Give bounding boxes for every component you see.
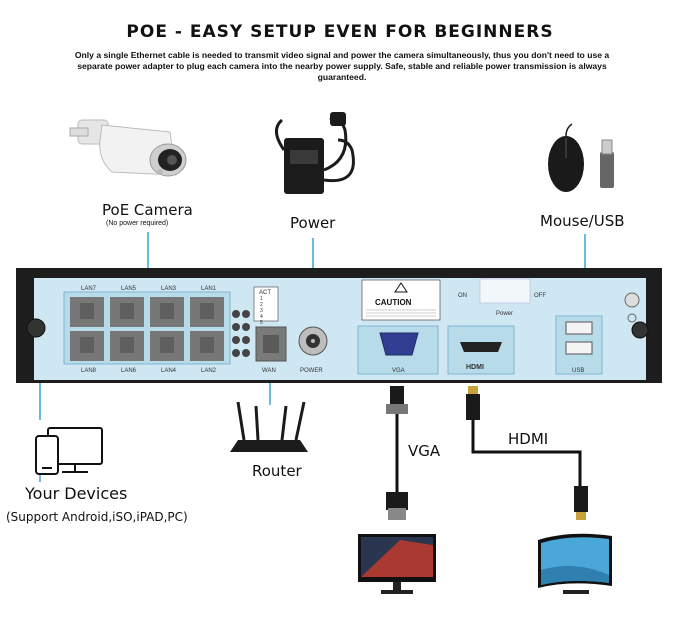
vga-port [357,325,439,375]
act-number: 4 [260,314,263,320]
camera-label: PoE Camera [102,201,193,219]
hdmi-port [447,325,515,375]
mouse-icon [548,123,584,192]
off-label: OFF [534,293,546,299]
lan-label-bottom-4: LAN2 [201,368,217,374]
usb-port-label: USB [572,368,584,374]
hdmi-port-label: HDMI [466,364,484,371]
vga-cable [386,386,408,520]
your-devices-label: Your Devices [25,484,128,503]
power-adapter-icon [275,112,355,194]
act-number: 1 [260,296,263,302]
router-icon [230,401,308,452]
wan-port [255,326,287,362]
your-devices-icon [35,427,103,475]
lan-label-bottom-1: LAN8 [81,368,97,374]
lan-label-bottom-3: LAN4 [161,368,177,374]
your-devices-note: (Support Android,iSO,iPAD,PC) [6,510,188,524]
act-number: 5 [260,320,263,326]
act-number: 2 [260,302,263,308]
act-leds [232,286,279,357]
lan-ports [63,291,231,365]
lan-label-bottom-2: LAN6 [121,368,137,374]
lan-label-top-3: LAN3 [161,286,177,292]
vga-label: VGA [408,442,441,460]
power-port-label: POWER [300,368,323,374]
act-number: 3 [260,308,263,314]
lan-label-top-1: LAN7 [81,286,97,292]
wan-label: WAN [262,368,276,374]
caution-title: CAUTION [375,298,412,307]
switch-label: Power [496,311,513,317]
power-switch [479,278,531,304]
usb-ports [555,315,603,375]
vga-port-label: VGA [392,368,405,374]
hdmi-cable [466,386,588,520]
lan-label-top-4: LAN1 [201,286,217,292]
power-jack [298,326,328,356]
lan-label-top-2: LAN5 [121,286,137,292]
usb-drive-icon [600,139,614,188]
act-label: ACT [259,290,271,296]
caution-label [361,279,441,321]
hdmi-label: HDMI [508,430,549,448]
page-title: POE - EASY SETUP EVEN FOR BEGINNERS [126,22,554,42]
power-label: Power [290,214,336,232]
camera-icon [69,119,187,177]
vga-monitor-icon [358,534,436,594]
camera-note: (No power required) [106,220,169,227]
mouse-label: Mouse/USB [540,212,625,230]
hdmi-tv-icon [538,533,612,594]
page-description: Only a single Ethernet cable is needed t… [74,50,610,82]
router-label: Router [252,462,302,480]
on-label: ON [458,293,467,299]
